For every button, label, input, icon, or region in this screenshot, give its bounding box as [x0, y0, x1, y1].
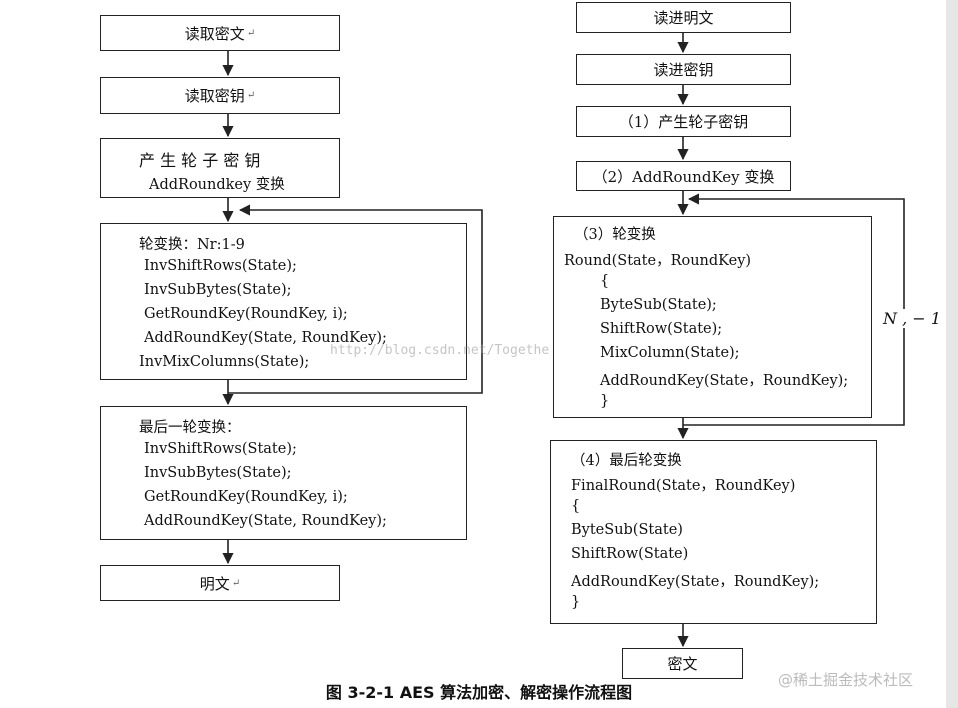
step3-line: ByteSub(State); [600, 297, 717, 313]
step4-line: ShiftRow(State) [571, 546, 689, 562]
final-step: AddRoundKey(State, RoundKey); [144, 513, 387, 529]
step3-line: MixColumn(State); [600, 345, 740, 361]
step3-line: AddRoundKey(State，RoundKey); [600, 373, 849, 389]
final-step: InvShiftRows(State); [144, 441, 297, 457]
figure-caption: 图 3-2-1 AES 算法加密、解密操作流程图 [325, 683, 633, 702]
read-key-box-right: 读进密钥 [576, 54, 791, 85]
step2-label: （2）AddRoundKey 变换 [592, 167, 775, 186]
final-round-box: 最后一轮变换： InvShiftRows(State); InvSubBytes… [100, 406, 467, 540]
step4-line: { [571, 498, 581, 514]
read-plaintext-label: 读进明文 [653, 9, 714, 27]
round-step: InvSubBytes(State); [144, 282, 292, 298]
round-step: InvMixColumns(State); [139, 354, 310, 370]
read-ciphertext-label: 读取密文 [184, 24, 245, 43]
read-key-label-right: 读进密钥 [653, 61, 714, 79]
step3-title: （3）轮变换 [574, 227, 656, 243]
read-ciphertext-box: 读取密文↵ [100, 15, 340, 51]
step4-line: ByteSub(State) [571, 522, 683, 538]
round-step: AddRoundKey(State, RoundKey); [144, 330, 387, 346]
step1-box: （1）产生轮子密钥 [576, 106, 791, 137]
read-plaintext-box: 读进明文 [576, 2, 791, 33]
key-gen-subtitle: AddRoundkey 变换 [149, 177, 285, 193]
final-step: InvSubBytes(State); [144, 465, 292, 481]
step3-line: { [600, 273, 610, 289]
ciphertext-output-box: 密文 [622, 648, 743, 679]
step4-title: （4）最后轮变换 [571, 453, 682, 469]
blog-watermark: http://blog.csdn.net/Togethe [330, 343, 550, 358]
step4-line: } [571, 594, 581, 610]
plaintext-output-box: 明文↵ [100, 565, 340, 601]
step4-final-round-box: （4）最后轮变换 FinalRound(State，RoundKey) { By… [550, 440, 877, 624]
final-round-title: 最后一轮变换： [139, 420, 241, 436]
read-key-label: 读取密钥 [184, 87, 245, 105]
key-gen-title: 产 生 轮 子 密 钥 [139, 151, 261, 170]
generate-round-keys-box: 产 生 轮 子 密 钥 AddRoundkey 变换 [100, 138, 340, 198]
plaintext-output-label: 明文 [199, 574, 230, 593]
step3-line: } [600, 393, 610, 409]
step4-line: AddRoundKey(State，RoundKey); [571, 574, 820, 590]
site-watermark: @稀土掘金技术社区 [778, 671, 914, 689]
step3-round-box: （3）轮变换 Round(State，RoundKey) { ByteSub(S… [553, 216, 872, 418]
step2-box: （2）AddRoundKey 变换 [576, 161, 791, 191]
round-step: GetRoundKey(RoundKey, i); [144, 306, 348, 322]
loop-count-label: N , − 1 [880, 309, 944, 328]
round-transform-box: 轮变换：Nr:1-9 InvShiftRows(State); InvSubBy… [100, 223, 467, 380]
right-scrollbar-strip [946, 0, 958, 708]
step4-line: FinalRound(State，RoundKey) [571, 478, 796, 494]
round-step: InvShiftRows(State); [144, 258, 297, 274]
step3-line: ShiftRow(State); [600, 321, 723, 337]
final-step: GetRoundKey(RoundKey, i); [144, 489, 348, 505]
ciphertext-output-label: 密文 [667, 655, 698, 673]
step1-label: （1）产生轮子密钥 [618, 113, 749, 131]
read-key-box: 读取密钥↵ [100, 77, 340, 114]
round-transform-title: 轮变换：Nr:1-9 [139, 237, 245, 253]
step3-line: Round(State，RoundKey) [564, 253, 752, 269]
